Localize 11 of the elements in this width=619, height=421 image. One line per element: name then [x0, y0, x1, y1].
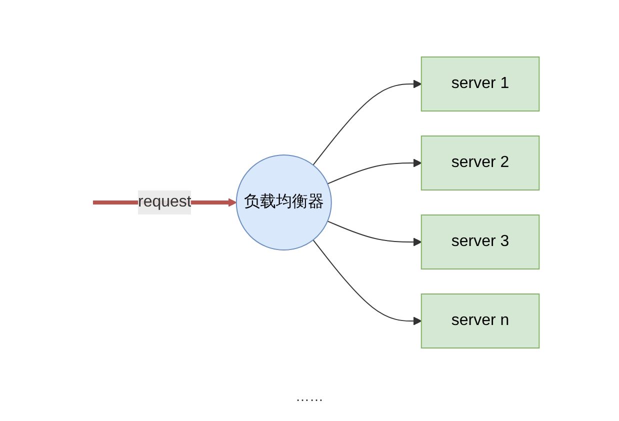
- node-box: server n: [421, 294, 540, 348]
- edge-label: request: [138, 194, 192, 210]
- node-circle: 负载均衡器: [236, 154, 332, 250]
- ellipsis-note: ……: [296, 388, 324, 404]
- arrow: [327, 158, 422, 184]
- node-box: server 2: [421, 136, 540, 190]
- node-box: server 1: [421, 56, 540, 112]
- arrow: [327, 220, 422, 246]
- node-box: server 3: [421, 214, 540, 270]
- arrow: [313, 80, 422, 166]
- arrow: [313, 239, 422, 326]
